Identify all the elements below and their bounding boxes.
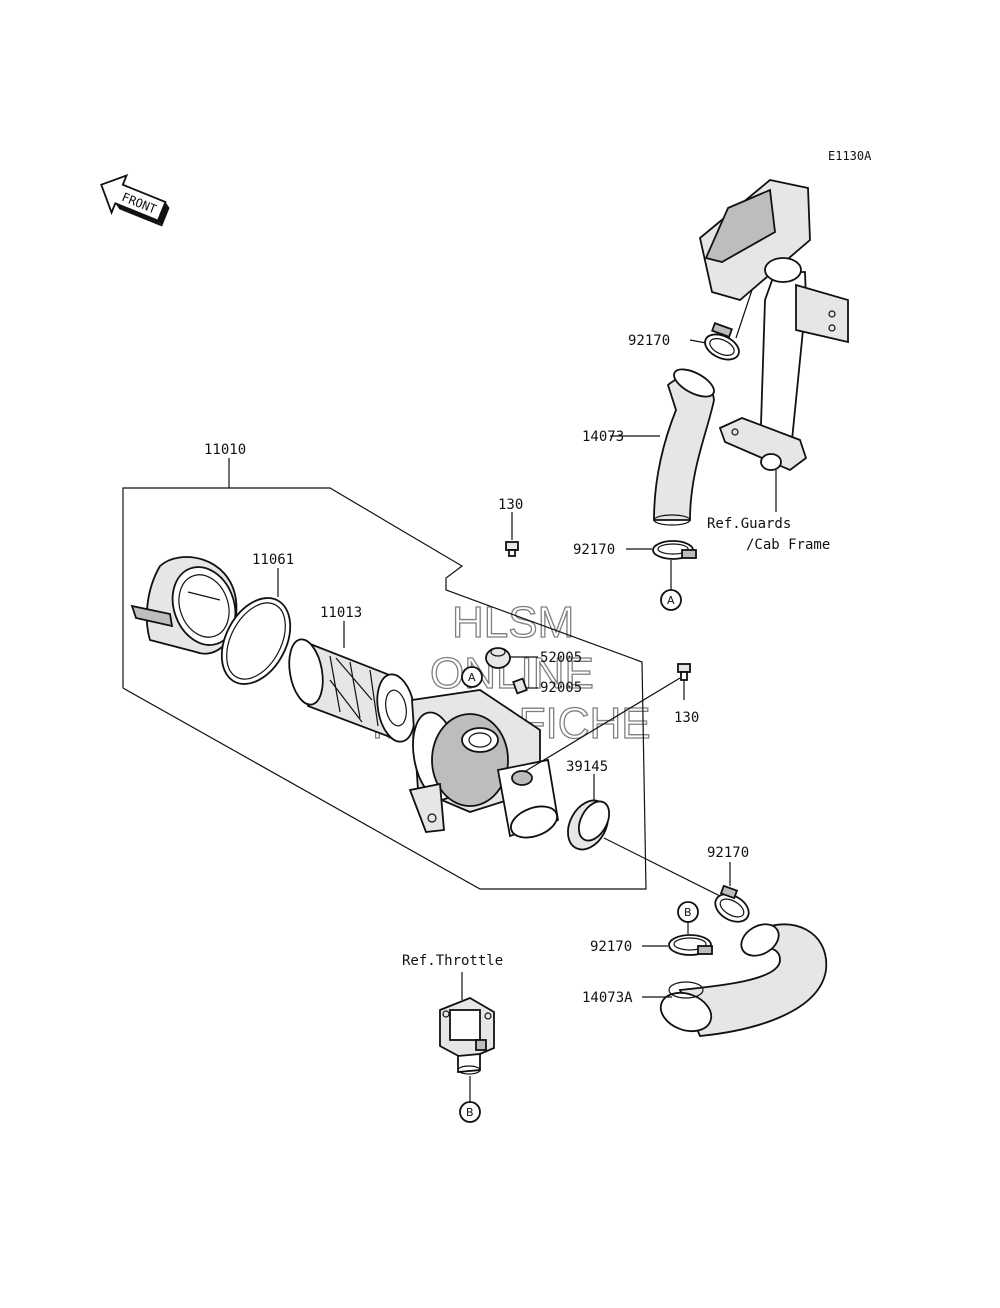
ref-marker-b-hose [677, 901, 699, 923]
assembly-outline-11010 [122, 487, 647, 890]
clamp-92170-mid [652, 540, 697, 560]
ref-marker-a-top [660, 589, 682, 611]
label-130-top: 130 [498, 497, 523, 513]
ref-marker-b-throttle-label: B [466, 1106, 474, 1119]
label-ref-cab-frame: /Cab Frame [746, 537, 830, 553]
label-11010: 11010 [204, 442, 246, 458]
hose-14073A [659, 923, 827, 1037]
label-92170-low-right: 92170 [707, 845, 749, 861]
cap-52005 [485, 647, 511, 669]
clamp-92170-top [704, 322, 740, 361]
air-cleaner-cap [130, 556, 238, 655]
ref-marker-a-body-label: A [468, 671, 476, 684]
ref-marker-a-body [461, 666, 483, 688]
label-ref-guards: Ref.Guards [707, 516, 791, 532]
label-92170-top: 92170 [628, 333, 670, 349]
watermark-line-1: HLSM [452, 598, 574, 647]
ref-marker-b-hose-label: B [684, 906, 692, 919]
label-39145: 39145 [566, 759, 608, 775]
ref-marker-b-throttle [459, 1101, 481, 1123]
label-92005: 92005 [540, 680, 582, 696]
filter-element-11013 [288, 638, 416, 743]
label-11013: 11013 [320, 605, 362, 621]
label-130-right: 130 [674, 710, 699, 726]
clamp-92170-low-right [714, 884, 750, 923]
front-arrow-icon: FRONT [100, 173, 170, 227]
o-ring-11061 [220, 597, 292, 685]
seal-39145 [567, 799, 611, 851]
label-14073A: 14073A [582, 990, 633, 1006]
diagram-code: E1130A [828, 149, 872, 163]
label-ref-throttle: Ref.Throttle [402, 953, 503, 969]
ref-marker-a-top-label: A [667, 594, 675, 607]
label-92170-mid: 92170 [573, 542, 615, 558]
hose-14073 [653, 368, 715, 526]
cab-frame-part [699, 179, 849, 472]
fitting-92005 [512, 677, 528, 695]
bolt-130-top [505, 541, 519, 557]
bolt-130-right [677, 663, 691, 681]
label-14073: 14073 [582, 429, 624, 445]
air-cleaner-housing [408, 689, 560, 839]
label-11061: 11061 [252, 552, 294, 568]
label-52005: 52005 [540, 650, 582, 666]
throttle-body [439, 997, 495, 1075]
clamp-92170-low-left [668, 934, 713, 956]
label-92170-low-left: 92170 [590, 939, 632, 955]
